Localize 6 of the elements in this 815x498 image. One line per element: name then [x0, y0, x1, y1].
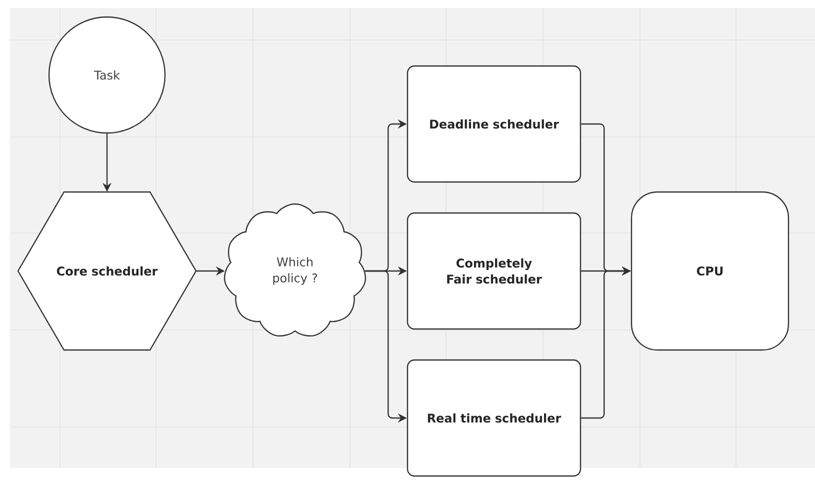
- decision-cloud: Which policy ?: [224, 203, 366, 336]
- rounded-box: CPU: [630, 191, 790, 351]
- hexagon-node: Core scheduler: [17, 191, 197, 351]
- process-box: Completely Fair scheduler: [406, 212, 582, 330]
- process-box: Real time scheduler: [406, 359, 582, 477]
- process-box: Deadline scheduler: [406, 65, 582, 183]
